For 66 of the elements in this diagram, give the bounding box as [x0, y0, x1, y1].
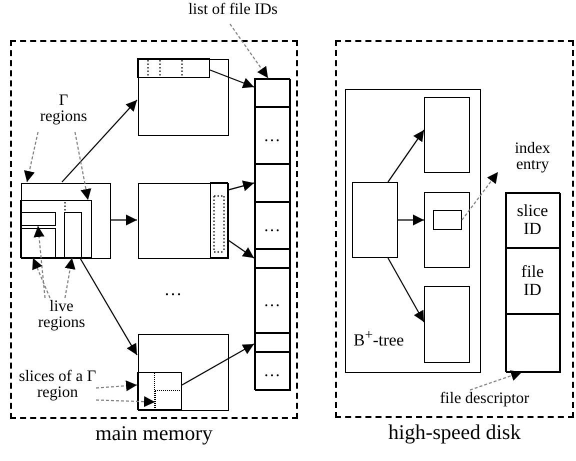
arrow [79, 258, 138, 356]
leader-line [32, 258, 51, 298]
tree-node [352, 182, 398, 258]
side-strip [210, 182, 228, 258]
arrow [228, 180, 254, 192]
file-descriptor-box [506, 192, 560, 372]
callout-label: live regions [26, 298, 96, 342]
arrow [387, 258, 425, 322]
leader-line [24, 132, 39, 182]
slice [154, 390, 182, 410]
region-box [20, 200, 92, 258]
header-strip [137, 58, 210, 78]
leader-line [96, 380, 138, 392]
index-entry-box [432, 210, 462, 230]
arrow [110, 214, 137, 226]
arrow [398, 214, 424, 226]
list-cell [254, 78, 290, 107]
cell-text: … [264, 292, 280, 310]
live-region-box [20, 212, 56, 226]
descriptor-cell [505, 192, 560, 248]
cell-text: … [264, 362, 280, 380]
callout-label: file descriptor [420, 390, 548, 414]
region-box [138, 58, 228, 136]
b-tree-box [344, 88, 480, 372]
panel-caption: high-speed disk [387, 420, 522, 445]
arrow [62, 100, 138, 182]
list-cell [254, 268, 290, 333]
tree-node [424, 97, 470, 173]
region-box [20, 182, 110, 258]
arrow [228, 240, 254, 258]
panel-caption: main memory [94, 421, 214, 446]
callout-label: Γ regions [38, 92, 88, 132]
tree-node [424, 192, 470, 268]
callout-label: index entry [498, 140, 566, 182]
list-cell [254, 249, 290, 268]
list-cell [254, 107, 290, 164]
descriptor-cell [505, 248, 560, 314]
tree-node [424, 286, 470, 363]
leader-line [64, 258, 76, 298]
cell-text: … [264, 216, 280, 234]
arrow [182, 343, 254, 386]
box-title: B$^{+}$-tree [354, 328, 404, 350]
live-region-box [20, 228, 56, 258]
leader-line [34, 226, 46, 298]
list-cell [254, 352, 290, 390]
leader-line [470, 370, 522, 391]
region-box [138, 182, 228, 258]
cell-text: … [264, 126, 280, 144]
callout-label: slices of a Γ region [18, 368, 96, 406]
leader-line [74, 132, 92, 200]
live-region-box [64, 212, 82, 258]
cell-text: slice ID [516, 202, 550, 238]
arrow [388, 130, 424, 182]
list-cell [254, 164, 290, 202]
slice-box [137, 372, 182, 410]
leader-line [96, 396, 156, 408]
leader-line [230, 24, 268, 78]
region-box [138, 334, 228, 410]
cell-text: file ID [520, 263, 545, 299]
file-id-list [254, 78, 290, 390]
arrow [210, 69, 254, 88]
callout-label: list of file IDs [170, 2, 296, 24]
list-cell [254, 333, 290, 352]
list-cell [254, 202, 290, 249]
ellipsis-text: … [164, 280, 182, 299]
descriptor-cell [505, 314, 560, 372]
